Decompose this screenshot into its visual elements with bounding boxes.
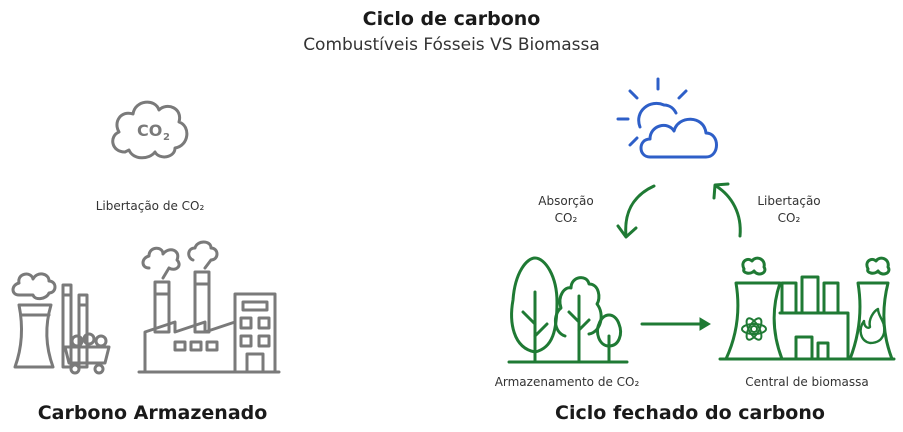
storage-label: Armazenamento de CO₂ [494,375,640,389]
biomass-plant-icon [718,256,896,361]
diagram-title: Ciclo de carbono [362,8,541,30]
left-heading: Carbono Armazenado [37,402,268,424]
right-heading: Ciclo fechado do carbono [555,402,825,424]
co2-cloud-text: CO [137,121,162,140]
sun-cloud-icon [616,77,718,159]
release-label-line1: Libertação [757,194,821,208]
release-label: Libertação CO₂ [744,193,834,227]
plant-label: Central de biomassa [745,375,869,389]
release-arrow-icon [712,182,742,238]
diagram-subtitle: Combustíveis Fósseis VS Biomassa [303,35,600,55]
absorption-label: Absorção CO₂ [526,193,606,227]
co2-cloud-icon: CO 2 [111,100,189,160]
absorption-label-line2: CO₂ [554,211,578,225]
absorption-label-line1: Absorção [538,194,594,208]
storage-to-plant-arrow-icon [640,317,711,331]
fossil-power-plant-icon [11,272,111,375]
release-co2-label: Libertação de CO₂ [95,199,205,213]
factory-icon [137,240,281,374]
release-label-line2: CO₂ [777,211,801,225]
co2-cloud-subscript: 2 [163,132,170,143]
trees-icon [507,256,629,364]
absorption-arrow-icon [616,184,656,239]
